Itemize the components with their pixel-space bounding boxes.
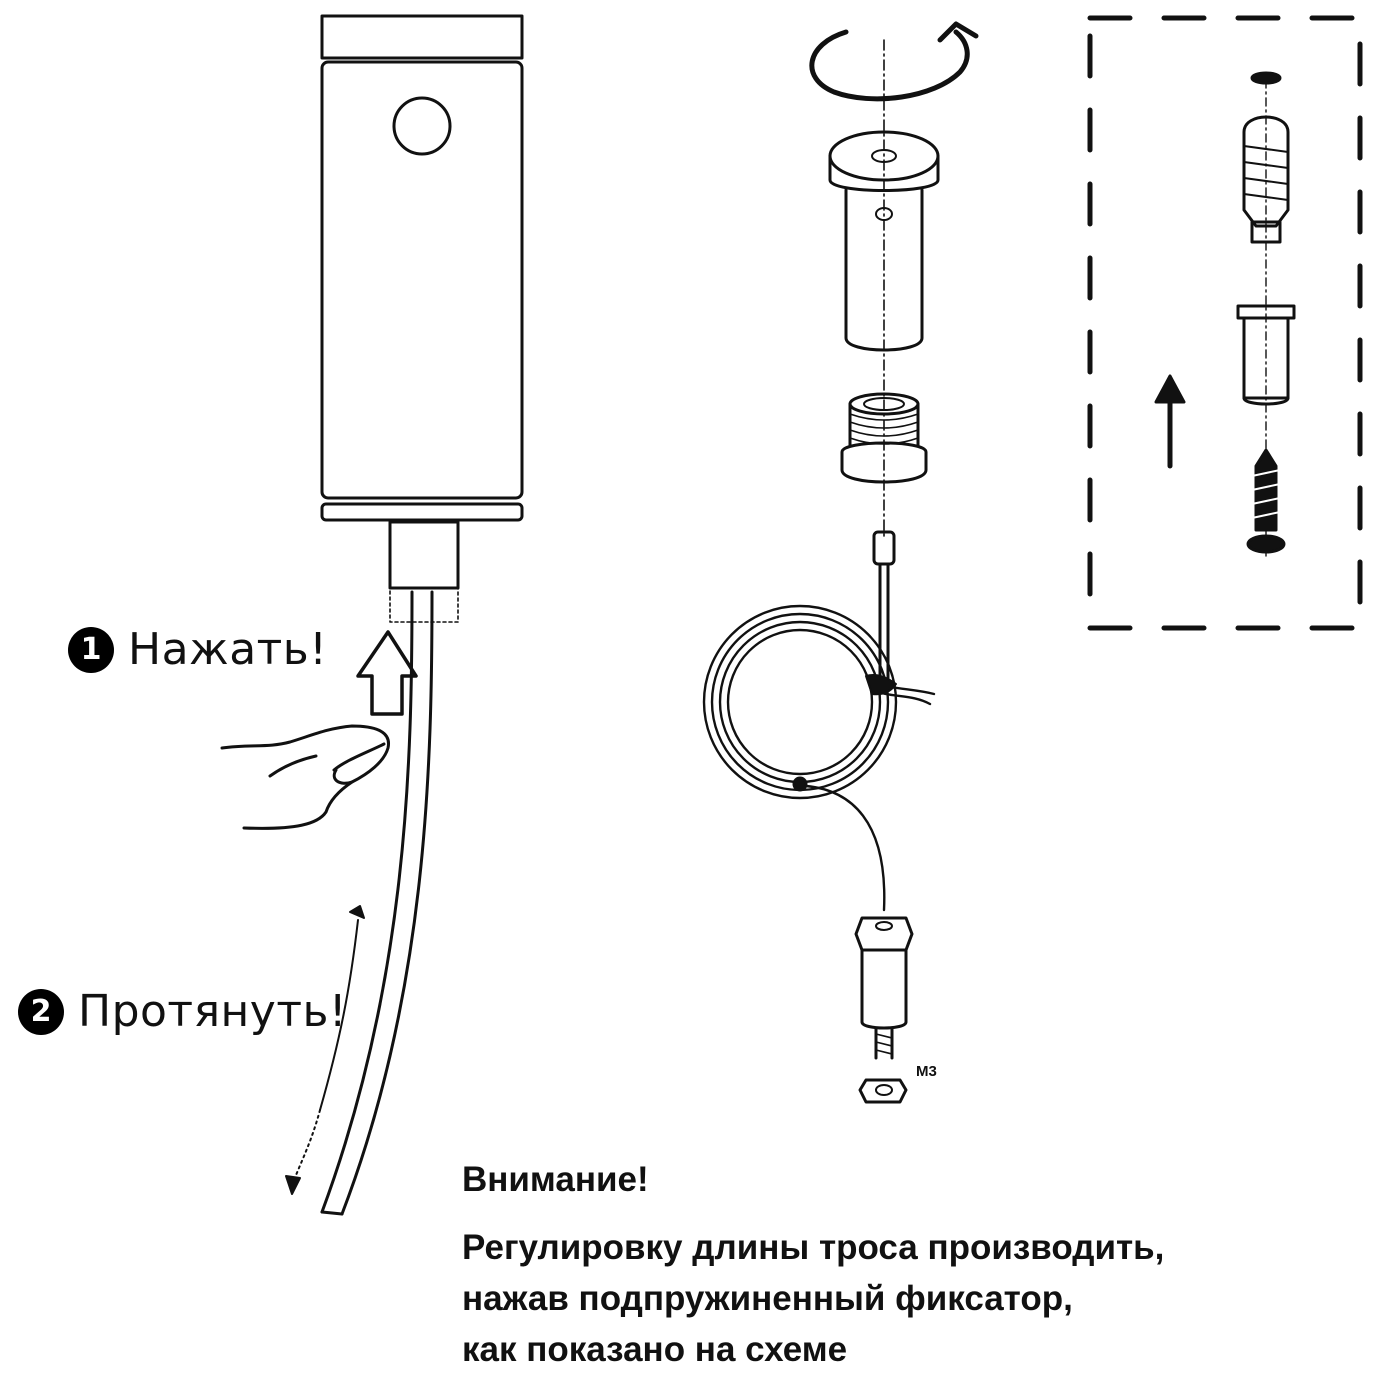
ceiling-cup <box>828 130 940 352</box>
rotate-arrow-icon <box>809 21 979 102</box>
notice-line: Регулировку длины троса производить, <box>462 1228 1165 1267</box>
notice-line: нажав подпружиненный фиксатор, <box>462 1279 1073 1318</box>
gripper-cap <box>320 14 524 60</box>
notice-title: Внимание! <box>462 1160 649 1199</box>
gripper-nozzle-pressed <box>389 587 459 623</box>
gripper-body <box>320 14 524 623</box>
thread-size-label: M3 <box>916 1063 937 1080</box>
threaded-bushing <box>840 392 928 484</box>
gripper-release-button <box>392 96 452 156</box>
step-label: Нажать! <box>128 624 328 675</box>
mounting-kit-box <box>1087 15 1363 631</box>
screw-cap <box>1250 71 1282 85</box>
cable-left-edge <box>320 590 414 1214</box>
up-arrow-icon <box>1154 374 1186 469</box>
wall-plug <box>1242 115 1290 244</box>
pull-arrow-icon <box>285 905 365 1195</box>
gripper-nozzle <box>388 520 460 590</box>
notice-line: как показано на схеме <box>462 1330 848 1369</box>
step-number-badge: 2 <box>18 988 64 1035</box>
step-number-badge: 1 <box>68 626 114 673</box>
mounting-sleeve <box>1236 304 1296 406</box>
step-label: Протянуть! <box>78 986 348 1037</box>
cable-terminal <box>854 916 914 1104</box>
hand-icon <box>220 724 390 830</box>
notice-text: Регулировку длины троса производить, наж… <box>462 1222 1164 1375</box>
step-press: 1 Нажать! <box>68 624 327 675</box>
wood-screw <box>1246 448 1286 554</box>
cable-coil <box>702 530 936 912</box>
step-pull: 2 Протянуть! <box>18 986 347 1037</box>
gripper-base-ring <box>320 502 524 522</box>
press-arrow-icon <box>356 630 418 716</box>
cable-right-edge <box>340 590 434 1216</box>
gripper-housing <box>320 60 524 500</box>
